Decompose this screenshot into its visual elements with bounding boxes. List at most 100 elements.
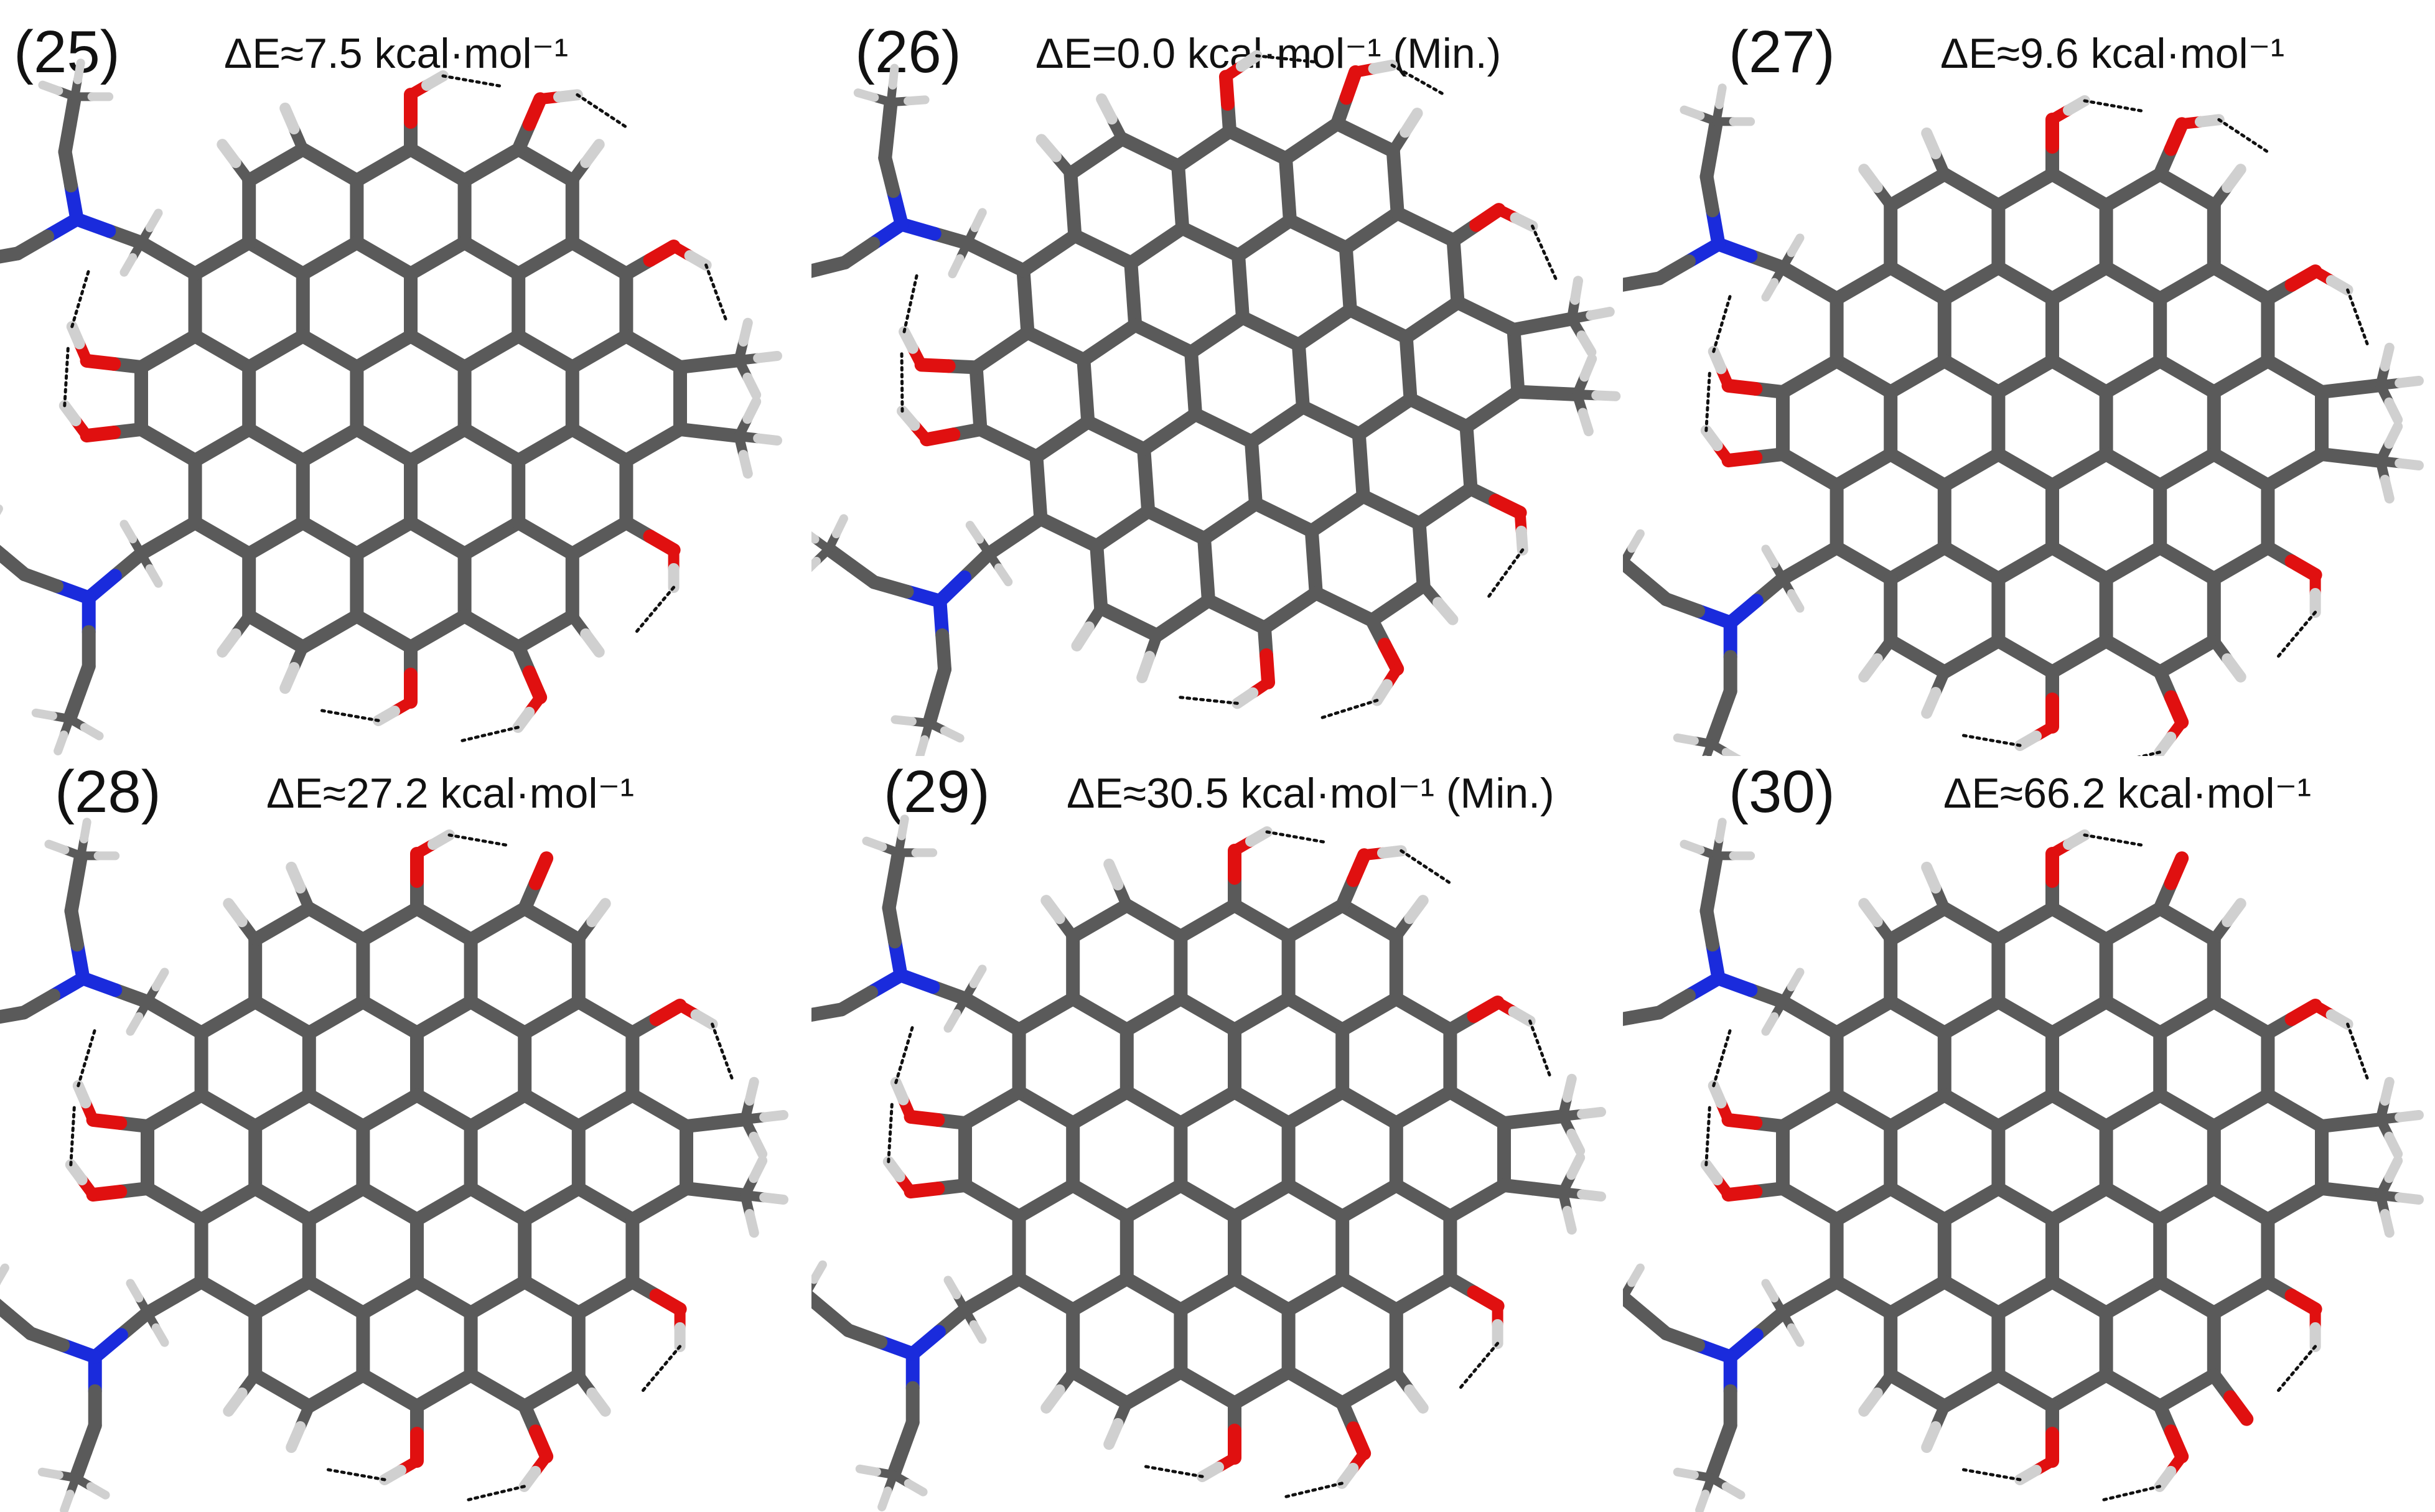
carbon-bond bbox=[1077, 353, 1095, 429]
bond bbox=[1510, 212, 1538, 232]
bond bbox=[1040, 1384, 1065, 1414]
hydrogen-bond bbox=[1458, 1342, 1500, 1391]
carbon-bond bbox=[242, 236, 310, 281]
energy-label: ΔE≈30.5 kcal·mol⁻¹ (Min.) bbox=[1067, 770, 1554, 817]
carbon-bond bbox=[1389, 992, 1457, 1037]
carbon-bond bbox=[2153, 995, 2221, 1040]
bond bbox=[31, 708, 57, 721]
bond bbox=[145, 208, 163, 233]
bond bbox=[1376, 845, 1407, 859]
carbon-bond bbox=[571, 995, 640, 1040]
carbon-bond bbox=[248, 1368, 316, 1413]
carbon-bond bbox=[1066, 992, 1134, 1037]
bond bbox=[811, 262, 825, 283]
carbon-bond bbox=[1228, 1365, 1296, 1410]
carbon-bond bbox=[969, 360, 988, 437]
bond bbox=[1197, 1462, 1225, 1482]
carbon-bond bbox=[1389, 1272, 1457, 1317]
carbon-bond bbox=[1228, 992, 1296, 1037]
hydrogen-bond bbox=[887, 1101, 894, 1164]
carbon-bond bbox=[1119, 992, 1188, 1037]
bond bbox=[79, 818, 91, 844]
carbon-bond bbox=[565, 516, 633, 561]
carbon-bond bbox=[1012, 1272, 1080, 1317]
carbon-bond bbox=[248, 902, 316, 946]
bond bbox=[38, 80, 63, 96]
carbon-bond bbox=[512, 609, 579, 654]
bond bbox=[821, 542, 859, 573]
bond bbox=[217, 139, 241, 169]
carbon-bond bbox=[1991, 1368, 2059, 1413]
bond bbox=[2062, 95, 2090, 116]
bond bbox=[286, 1421, 306, 1454]
carbon-bond bbox=[2261, 447, 2329, 492]
hydrogen-bond bbox=[1704, 1104, 1711, 1167]
carbon-bond bbox=[1063, 132, 1129, 180]
bond bbox=[899, 326, 918, 354]
bond bbox=[1336, 1462, 1359, 1489]
carbon-bond bbox=[1352, 427, 1370, 503]
carbon-bond bbox=[1283, 213, 1353, 255]
bond bbox=[63, 90, 82, 131]
carbon-bond bbox=[296, 609, 364, 654]
carbon-bond bbox=[2153, 634, 2221, 679]
bond bbox=[1577, 408, 1594, 437]
carbon-bond bbox=[457, 329, 526, 374]
bond bbox=[151, 1323, 169, 1347]
bond bbox=[126, 1012, 144, 1036]
hydrogen-bond bbox=[900, 350, 904, 413]
carbon-bond bbox=[2099, 1088, 2167, 1133]
hydrogen-bond bbox=[77, 1027, 97, 1088]
carbon-bond bbox=[1291, 338, 1310, 414]
bond bbox=[1103, 858, 1124, 890]
carbon-bond bbox=[1937, 995, 2006, 1040]
carbon-bond bbox=[1830, 995, 1898, 1040]
carbon-bond bbox=[350, 516, 418, 561]
carbon-bond bbox=[1884, 995, 1951, 1040]
bond bbox=[742, 396, 762, 424]
carbon-bond bbox=[194, 1182, 263, 1226]
carbon-bond bbox=[464, 1368, 532, 1413]
carbon-bond bbox=[2207, 1088, 2275, 1133]
carbon-bond bbox=[2153, 902, 2221, 946]
carbon-bond bbox=[2099, 354, 2167, 399]
bond bbox=[811, 1260, 827, 1284]
graphene-flake bbox=[811, 50, 1621, 756]
bond bbox=[223, 1387, 248, 1417]
carbon-bond bbox=[1937, 261, 2006, 306]
carbon-bond bbox=[2099, 261, 2167, 306]
carbon-bond bbox=[1339, 206, 1404, 255]
carbon-bond bbox=[1389, 1085, 1457, 1130]
carbon-bond bbox=[2153, 261, 2221, 306]
bond bbox=[1404, 895, 1429, 925]
carbon-bond bbox=[1937, 1275, 2006, 1320]
carbon-bond bbox=[1412, 482, 1478, 531]
bond bbox=[223, 898, 248, 928]
panel-26: (26) ΔE=0.0 kcal·mol⁻¹ (Min.) bbox=[811, 0, 1623, 756]
hydrogen-bond bbox=[711, 1022, 734, 1081]
carbon-bond bbox=[1830, 1088, 1898, 1133]
carbon-bond bbox=[1830, 541, 1898, 586]
carbon-bond bbox=[1174, 1272, 1241, 1317]
carbon-bond bbox=[242, 142, 310, 187]
carbon-bond bbox=[1399, 296, 1465, 344]
carbon-bond bbox=[2153, 1182, 2221, 1226]
bond bbox=[1627, 1263, 1645, 1287]
carbon-bond bbox=[1335, 1178, 1403, 1223]
energy-label: ΔE=0.0 kcal·mol⁻¹ (Min.) bbox=[1035, 30, 1502, 77]
bond bbox=[1858, 898, 1883, 928]
hydrogen-bond bbox=[1319, 699, 1379, 720]
carbon-bond bbox=[2045, 167, 2113, 212]
hydrogen-bond bbox=[1530, 224, 1558, 282]
carbon-bond bbox=[1012, 992, 1080, 1037]
carbon-bond bbox=[404, 142, 472, 187]
carbon-bond bbox=[1128, 318, 1199, 360]
bond bbox=[890, 715, 917, 726]
carbon-bond bbox=[625, 1182, 694, 1226]
carbon-bond bbox=[457, 422, 526, 467]
molecule-structure bbox=[1623, 83, 2424, 756]
carbon-bond bbox=[296, 236, 364, 281]
carbon-bond bbox=[188, 236, 256, 281]
carbon-bond bbox=[302, 1182, 370, 1226]
molecule-structure bbox=[1623, 818, 2424, 1512]
